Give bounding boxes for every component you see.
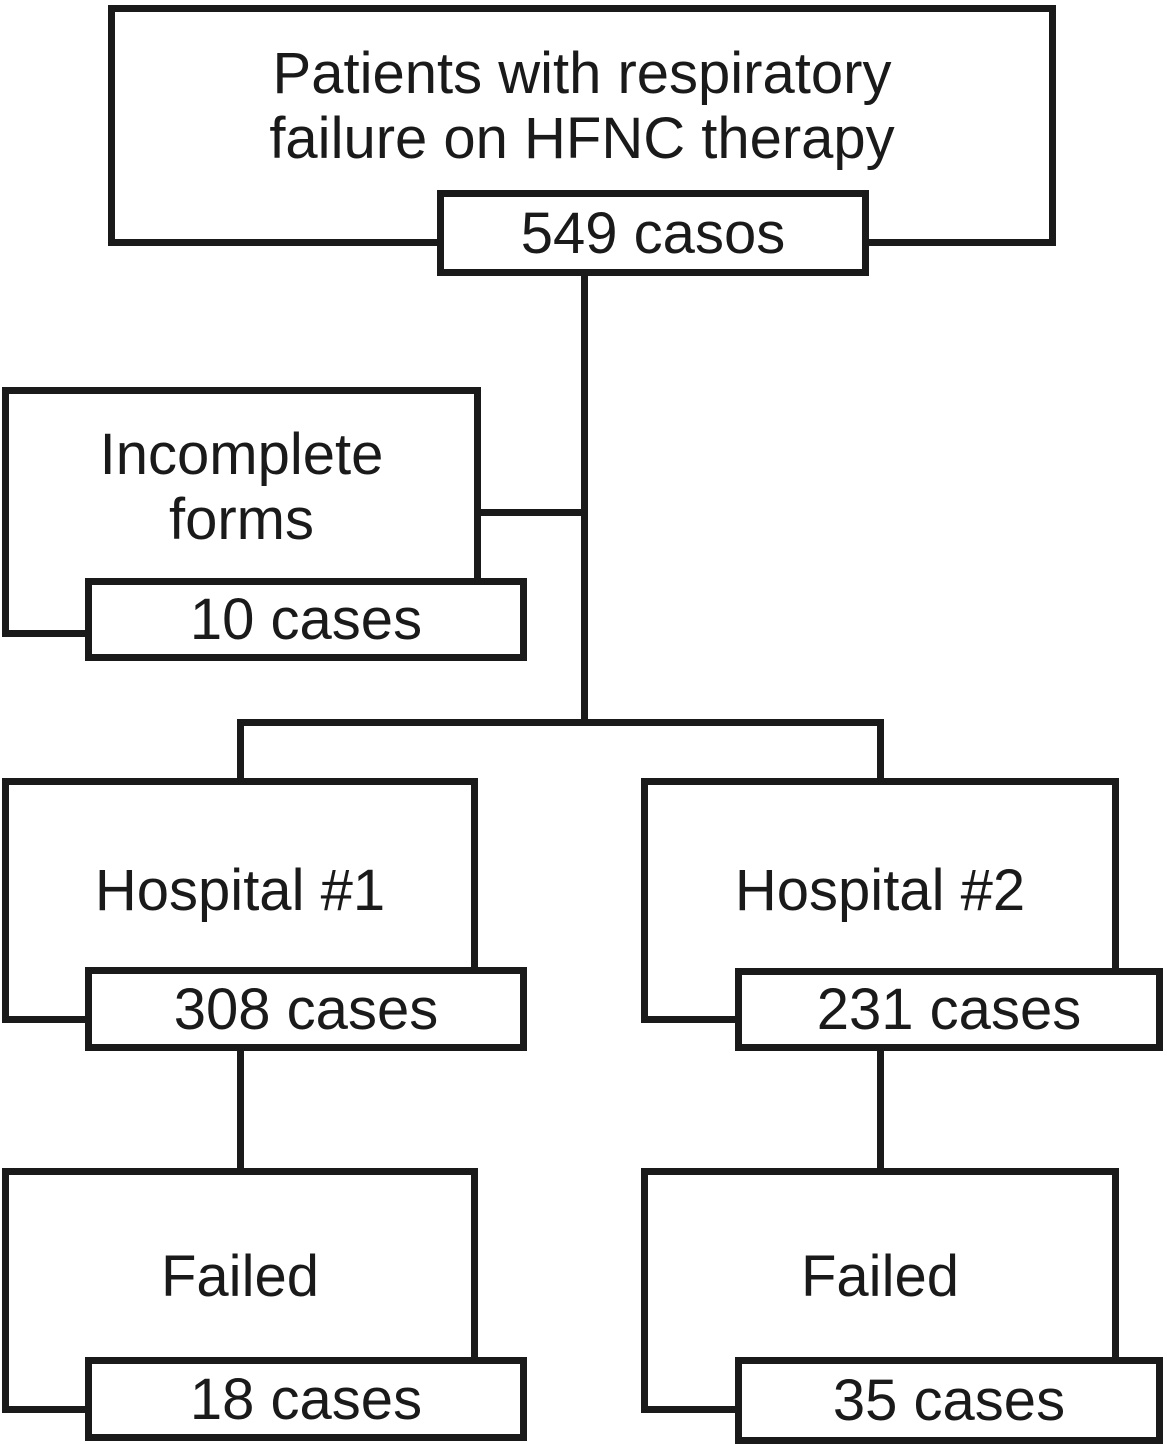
- box-hospital1-count-label: 308 cases: [173, 976, 439, 1042]
- box-failed2-count-label: 35 cases: [832, 1368, 1066, 1433]
- box-root-label-line2: failure on HFNC therapy: [269, 105, 895, 171]
- connector-excluded-horizontal: [474, 509, 588, 516]
- connector-branch-right-elbow: [877, 719, 884, 782]
- box-excluded-label-line1: Incomplete: [99, 422, 384, 487]
- connector-hospital1-to-failed: [237, 1048, 244, 1171]
- box-excluded-label: Incomplete forms: [100, 422, 384, 552]
- box-failed1-label: Failed: [161, 1244, 319, 1309]
- box-root-label: Patients with respiratory failure on HFN…: [269, 41, 894, 171]
- box-root-label-line1: Patients with respiratory: [272, 40, 892, 106]
- box-failed1-count-label: 18 cases: [189, 1366, 423, 1432]
- box-excluded-count: 10 cases: [85, 578, 527, 661]
- connector-root-vertical: [581, 272, 588, 726]
- box-root-count-label: 549 casos: [520, 200, 786, 266]
- box-hospital2-count-label: 231 cases: [816, 977, 1082, 1042]
- box-excluded-label-line2: forms: [169, 487, 314, 552]
- box-hospital2-label: Hospital #2: [734, 858, 1026, 923]
- box-hospital1-label: Hospital #1: [94, 858, 386, 923]
- box-failed1-count: 18 cases: [85, 1357, 527, 1441]
- box-root-count: 549 casos: [437, 190, 869, 276]
- connector-branch-horizontal: [237, 719, 884, 726]
- connector-branch-left-elbow: [237, 719, 244, 782]
- box-hospital1-count: 308 cases: [85, 967, 527, 1051]
- connector-hospital2-to-failed: [877, 1048, 884, 1171]
- box-excluded-count-label: 10 cases: [189, 587, 423, 652]
- box-failed2-count: 35 cases: [735, 1357, 1163, 1444]
- box-failed2-label: Failed: [801, 1244, 959, 1309]
- box-hospital2-count: 231 cases: [735, 968, 1163, 1051]
